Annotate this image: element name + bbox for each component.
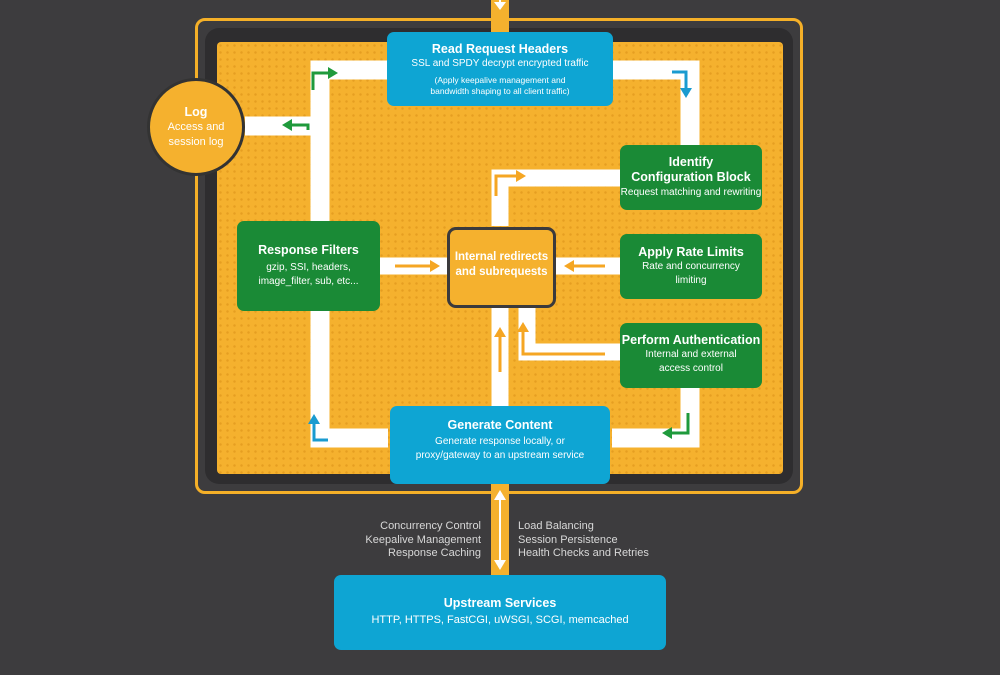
identify-config-box: Identify Configuration Block Request mat…	[620, 145, 762, 210]
upstream-services-box: Upstream Services HTTP, HTTPS, FastCGI, …	[334, 575, 666, 650]
response-filters-box: Response Filters gzip, SSI, headers, ima…	[237, 221, 380, 311]
generate-content-line2: proxy/gateway to an upstream service	[415, 450, 585, 461]
loop-top-right	[612, 60, 700, 146]
auth-to-internal	[518, 308, 620, 361]
orange-arrow-content	[494, 327, 506, 337]
internal-redirects-box: Internal redirects and subrequests	[447, 227, 556, 308]
rate-limits-line2: limiting	[675, 275, 707, 286]
log-line1: Access and	[167, 121, 225, 133]
down-arrowhead	[494, 560, 506, 570]
inbound-arrow	[494, 2, 506, 10]
generate-content-box: Generate Content Generate response local…	[390, 406, 610, 484]
upstream-title: Upstream Services	[443, 596, 557, 610]
right-feature-item: Health Checks and Retries	[518, 547, 649, 559]
green-arrow-log	[282, 119, 292, 131]
left-features-list: Concurrency Control Keepalive Management…	[365, 520, 481, 561]
loop-bottom-left	[310, 310, 388, 448]
green-arrow-bottom-right	[662, 427, 672, 439]
loop-bottom-right	[612, 386, 700, 448]
authentication-title: Perform Authentication	[621, 333, 761, 347]
authentication-box: Perform Authentication Internal and exte…	[620, 323, 762, 388]
rate-limits-box: Apply Rate Limits Rate and concurrency l…	[620, 234, 762, 299]
orange-arrow-filters	[430, 260, 440, 272]
internal-line2: and subrequests	[455, 266, 548, 278]
read-request-headers-box: Read Request Headers SSL and SPDY decryp…	[387, 32, 613, 106]
read-request-title: Read Request Headers	[431, 42, 569, 56]
orange-arrow-auth	[517, 322, 529, 332]
log-circle: Log Access and session log	[147, 78, 245, 176]
internal-to-config	[491, 169, 620, 226]
up-arrowhead	[494, 490, 506, 500]
right-features-list: Load Balancing Session Persistence Healt…	[518, 520, 649, 561]
response-filters-line1: gzip, SSI, headers,	[266, 262, 351, 273]
left-feature-item: Keepalive Management	[365, 533, 481, 546]
identify-title2: Configuration Block	[631, 170, 751, 184]
identify-desc: Request matching and rewriting	[620, 187, 762, 198]
orange-arrow-ratelimit	[564, 260, 574, 272]
blue-arrow-top-right	[680, 88, 692, 98]
generate-content-line1: Generate response locally, or	[435, 436, 565, 447]
authentication-line2: access control	[659, 363, 723, 374]
identify-title1: Identify	[668, 155, 714, 169]
blue-arrow-bottom-left	[308, 414, 320, 424]
log-line2: session log	[168, 136, 224, 148]
left-feature-item: Concurrency Control	[380, 520, 481, 532]
read-request-line2: (Apply keepalive management and	[434, 75, 566, 85]
generate-content-title: Generate Content	[447, 418, 553, 432]
right-feature-item: Load Balancing	[518, 520, 594, 532]
authentication-line1: Internal and external	[645, 349, 737, 360]
read-request-line3: bandwidth shaping to all client traffic)	[430, 86, 570, 96]
rate-limits-title: Apply Rate Limits	[638, 245, 744, 259]
upstream-protocols: HTTP, HTTPS, FastCGI, uWSGI, SCGI, memca…	[371, 614, 629, 626]
rate-limits-line1: Rate and concurrency	[642, 261, 740, 272]
right-feature-item: Session Persistence	[518, 533, 618, 546]
green-arrow-top-left	[328, 67, 338, 79]
left-feature-item: Response Caching	[388, 547, 481, 559]
response-filters-title: Response Filters	[258, 243, 359, 257]
log-title: Log	[184, 105, 208, 119]
read-request-line1: SSL and SPDY decrypt encrypted traffic	[411, 58, 589, 69]
orange-arrow-config	[516, 170, 526, 182]
internal-line1: Internal redirects	[454, 251, 549, 263]
response-filters-line2: image_filter, sub, etc...	[258, 276, 359, 287]
inbound-link	[491, 0, 509, 32]
